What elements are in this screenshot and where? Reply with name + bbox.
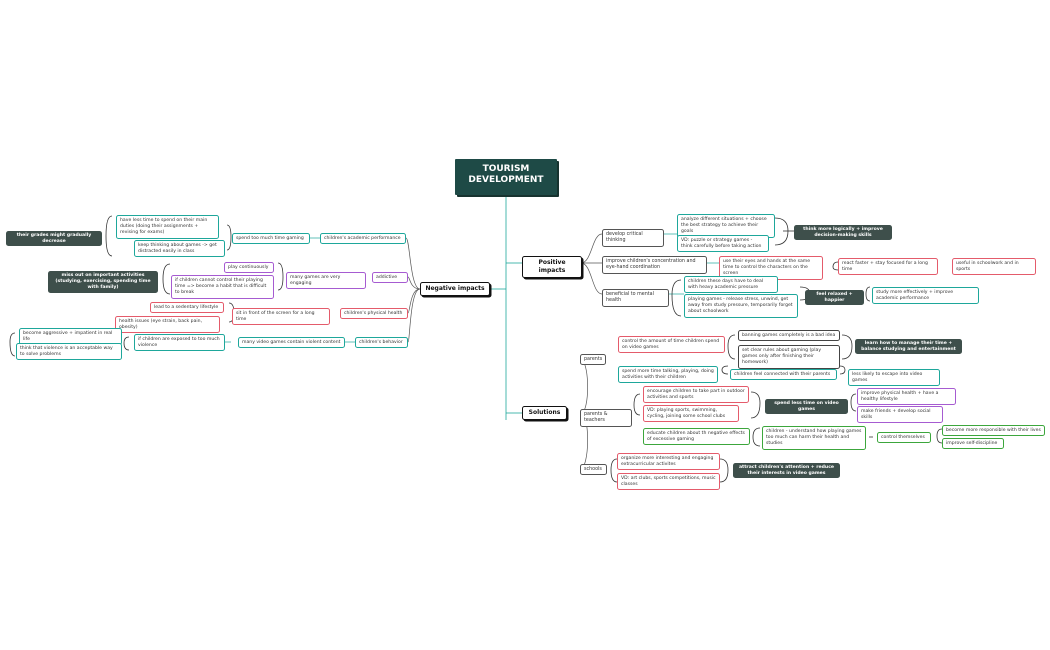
node-mental-result[interactable]: feel relaxed + happier <box>805 290 864 306</box>
node-addictive[interactable]: addictive <box>372 272 408 284</box>
node-critical-b[interactable]: VD: puzzle or strategy games - think car… <box>677 235 769 253</box>
node-both-health[interactable]: improve physical health + have a healthy… <box>857 388 956 406</box>
node-physical-a[interactable]: lead to a sedentary lifestyle <box>150 302 224 314</box>
node-concentration-b[interactable]: react faster + stay focused for a long t… <box>838 258 938 276</box>
node-both-vd[interactable]: VD: playing sports, swimming, cycling, j… <box>643 405 739 423</box>
node-both-discipline[interactable]: improve self-discipline <box>942 438 1004 450</box>
node-parents[interactable]: parents <box>580 354 606 366</box>
node-concentration-c[interactable]: useful in schoolwork and in sports <box>952 258 1036 276</box>
node-parents-control[interactable]: control the amount of time children spen… <box>618 336 725 354</box>
node-physical-cause[interactable]: sit in front of the screen for a long ti… <box>232 308 330 326</box>
node-mental-health[interactable]: beneficial to mental health <box>602 289 669 307</box>
node-parents-connected[interactable]: children feel connected with their paren… <box>730 369 837 381</box>
node-schools-vd[interactable]: VD: art clubs, sports competitions, musi… <box>617 473 720 491</box>
node-parents-teachers[interactable]: parents & teachers <box>580 409 632 427</box>
node-behavior-cause[interactable]: many video games contain violent content <box>238 337 345 349</box>
node-critical-thinking[interactable]: develop critical thinking <box>602 229 664 247</box>
node-both-understand[interactable]: children - understand how playing games … <box>762 426 866 450</box>
node-academic-a[interactable]: have less time to spend on their main du… <box>116 215 219 239</box>
node-both-responsible[interactable]: become more responsible with their lives <box>942 425 1045 437</box>
node-concentration[interactable]: improve children's concentration and eye… <box>602 256 707 274</box>
node-academic-cause[interactable]: spend too much time gaming <box>232 233 310 245</box>
node-academic-result[interactable]: their grades might gradually decrease <box>6 231 102 247</box>
node-both-control[interactable]: control themselves <box>877 432 931 444</box>
node-behavior-b[interactable]: think that violence is an acceptable way… <box>16 343 122 361</box>
node-behavior[interactable]: children's behavior <box>355 337 408 349</box>
node-academic-performance[interactable]: children's academic performance <box>320 233 406 245</box>
node-addictive-cause[interactable]: many games are very engaging <box>286 272 366 290</box>
node-schools[interactable]: schools <box>580 464 607 476</box>
node-academic-b[interactable]: keep thinking about games -> get distrac… <box>134 240 225 258</box>
node-addictive-a[interactable]: play continuously <box>224 262 274 274</box>
node-mental-c[interactable]: study more effectively + improve academi… <box>872 287 979 305</box>
branch-positive-impacts[interactable]: Positive impacts <box>522 256 582 279</box>
node-addictive-result[interactable]: miss out on important activities (studyi… <box>48 271 158 293</box>
node-schools-result[interactable]: attract children's attention + reduce th… <box>733 463 840 479</box>
node-parents-escape[interactable]: less likely to escape into video games <box>848 369 940 387</box>
node-addictive-b[interactable]: if children cannot control their playing… <box>171 275 274 299</box>
root-topic[interactable]: TOURISM DEVELOPMENT <box>455 159 557 195</box>
node-parents-rules[interactable]: set clear rules about gaming (play games… <box>738 345 840 369</box>
node-mental-b[interactable]: playing games - release stress, unwind, … <box>684 294 798 318</box>
node-mental-a[interactable]: children these days have to deal with he… <box>684 276 778 294</box>
branch-solutions[interactable]: Solutions <box>522 406 567 421</box>
node-physical-health[interactable]: children's physical health <box>340 308 408 320</box>
node-behavior-mid[interactable]: if children are exposed to too much viol… <box>134 334 225 352</box>
node-parents-ban[interactable]: banning games completely is a bad idea <box>738 330 840 342</box>
node-critical-result[interactable]: think more logically + improve decision-… <box>794 225 892 241</box>
node-parents-talk[interactable]: spend more time talking, playing, doing … <box>618 366 718 384</box>
node-parents-result[interactable]: learn how to manage their time + balance… <box>855 339 962 355</box>
node-both-result[interactable]: spend less time on video games <box>765 399 848 415</box>
node-both-encourage[interactable]: encourage children to take part in outdo… <box>643 386 749 404</box>
branch-negative-impacts[interactable]: Negative impacts <box>420 282 490 297</box>
node-schools-organize[interactable]: organize more interesting and engaging e… <box>617 453 720 471</box>
node-both-educate[interactable]: educate children about th negative effec… <box>643 428 750 446</box>
node-physical-b[interactable]: health issues (eye strain, back pain, ob… <box>115 316 220 334</box>
node-both-friends[interactable]: make friends + develop social skills <box>857 406 943 424</box>
